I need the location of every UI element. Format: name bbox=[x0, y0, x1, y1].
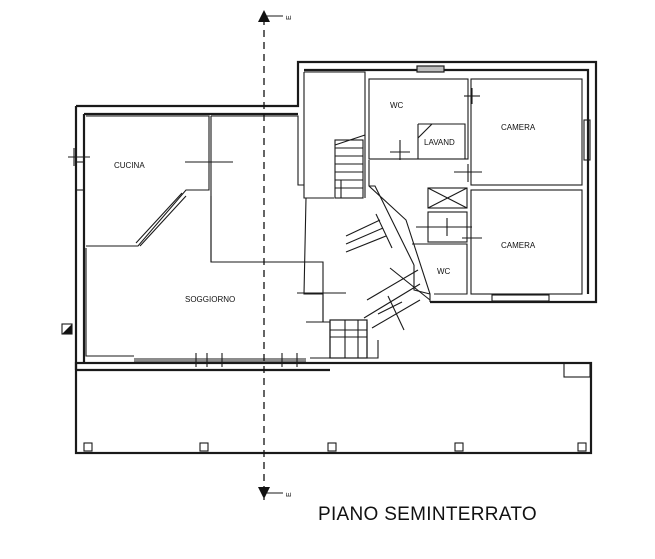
north-arrow-icon bbox=[62, 324, 72, 334]
kitchen-walls bbox=[68, 115, 233, 247]
service-corridor bbox=[416, 187, 472, 243]
room-label-soggiorno: SOGGIORNO bbox=[185, 295, 235, 304]
floor-title: PIANO SEMINTERRATO bbox=[318, 504, 538, 525]
wc-upper-walls bbox=[368, 65, 469, 160]
section-line bbox=[258, 10, 283, 500]
room-label-camera-upper: CAMERA bbox=[501, 123, 536, 132]
wc-lower-walls bbox=[412, 243, 468, 295]
hall-walls bbox=[298, 160, 431, 359]
room-label-lavand: LAVAND bbox=[424, 138, 455, 147]
room-label-wc-upper: WC bbox=[390, 101, 404, 110]
terrace-outline bbox=[74, 361, 593, 455]
room-label-camera-lower: CAMERA bbox=[501, 241, 536, 250]
camera-upper-walls bbox=[454, 78, 591, 186]
central-room-walls bbox=[210, 115, 324, 322]
camera-lower-walls bbox=[462, 189, 583, 302]
section-mark-top: E bbox=[286, 15, 293, 20]
room-label-cucina: CUCINA bbox=[114, 161, 145, 170]
section-mark-bottom: E bbox=[286, 492, 293, 497]
room-label-wc-lower: WC bbox=[437, 267, 451, 276]
exterior-walls bbox=[74, 60, 598, 372]
living-room-walls bbox=[61, 248, 346, 367]
stair-walls bbox=[303, 71, 366, 295]
